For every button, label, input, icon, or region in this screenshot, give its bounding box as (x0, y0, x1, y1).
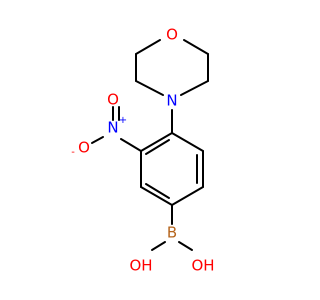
bond-ring-top-upper-right (171, 132, 204, 152)
bond-boron-oh-left (151, 241, 166, 251)
bond-ring-upper-left-top-inner (145, 139, 170, 155)
morpholine-oxygen-label: O (166, 26, 178, 44)
boronic-oh-left-label: OH (129, 257, 152, 275)
nitro-oxygen-double-label: O (107, 91, 119, 109)
boronic-oh-right-label: OH (191, 257, 214, 275)
bond-nitro-n-o-single (91, 136, 104, 144)
bond-ring-lower-right-bottom (171, 186, 204, 206)
bond-morph-lower-right-n (180, 80, 209, 96)
nitro-nitrogen-charge: + (119, 115, 127, 126)
atom-labels: O N N + O O - B OH OH (71, 26, 214, 275)
morpholine-nitrogen-label: N (166, 92, 177, 110)
morpholine-ring (135, 39, 209, 96)
bond-morph-upper-left-o (135, 39, 161, 55)
bond-ring-upper-left-top (140, 132, 173, 152)
bond-boron-oh-right (178, 241, 193, 251)
boron-label: B (167, 224, 177, 242)
bond-morph-n-lower-left (135, 80, 164, 96)
nitro-oxygen-single-charge: - (71, 147, 75, 158)
bond-ring-nitro-n (120, 138, 142, 152)
bond-ring-bottom-lower-left-inner (145, 183, 170, 199)
bond-ring-bottom-lower-left (140, 186, 173, 206)
nitro-oxygen-single-label: O (78, 139, 90, 157)
bond-morph-o-upper-right (183, 39, 209, 55)
nitro-group (91, 106, 142, 152)
boronic-acid-group (151, 204, 193, 251)
chemical-structure: O N N + O O - B OH OH (71, 26, 214, 275)
benzene-ring (140, 132, 204, 206)
nitro-nitrogen-label: N (107, 119, 118, 137)
